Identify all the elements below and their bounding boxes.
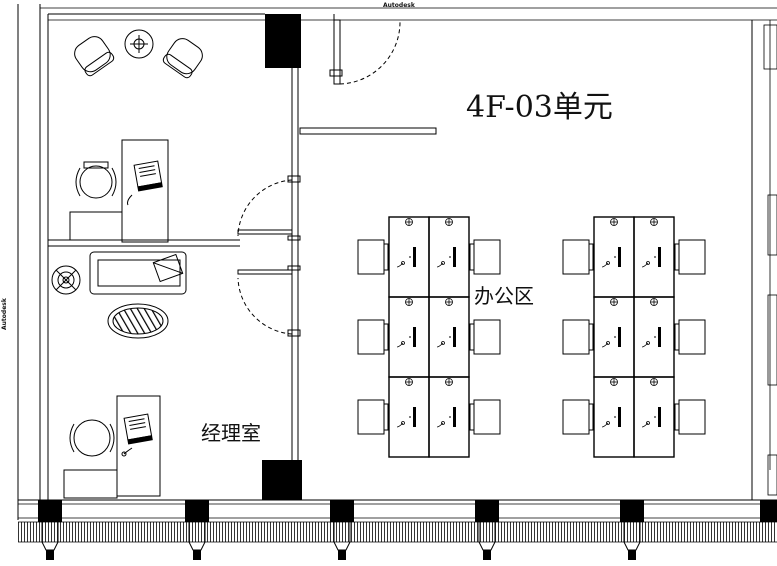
- manager-room-label: 经理室: [201, 421, 261, 445]
- structural-columns: [262, 14, 302, 500]
- lower-manager-furniture: [51, 251, 187, 499]
- partition-wall: [48, 68, 437, 460]
- left-workstation-cluster: [357, 216, 501, 458]
- side-watermark: Autodesk: [1, 297, 8, 330]
- entrance-door: [329, 14, 401, 85]
- manager-doors: [237, 175, 301, 337]
- upper-manager-furniture: [69, 29, 203, 243]
- right-edge-details: [763, 24, 777, 496]
- unit-title: 4F-03单元: [466, 90, 613, 125]
- facade-window: [18, 499, 777, 560]
- right-workstation-cluster: [562, 216, 706, 458]
- top-watermark: Autodesk: [383, 2, 416, 9]
- outer-walls: [17, 4, 777, 520]
- office-area-label: 办公区: [474, 284, 534, 308]
